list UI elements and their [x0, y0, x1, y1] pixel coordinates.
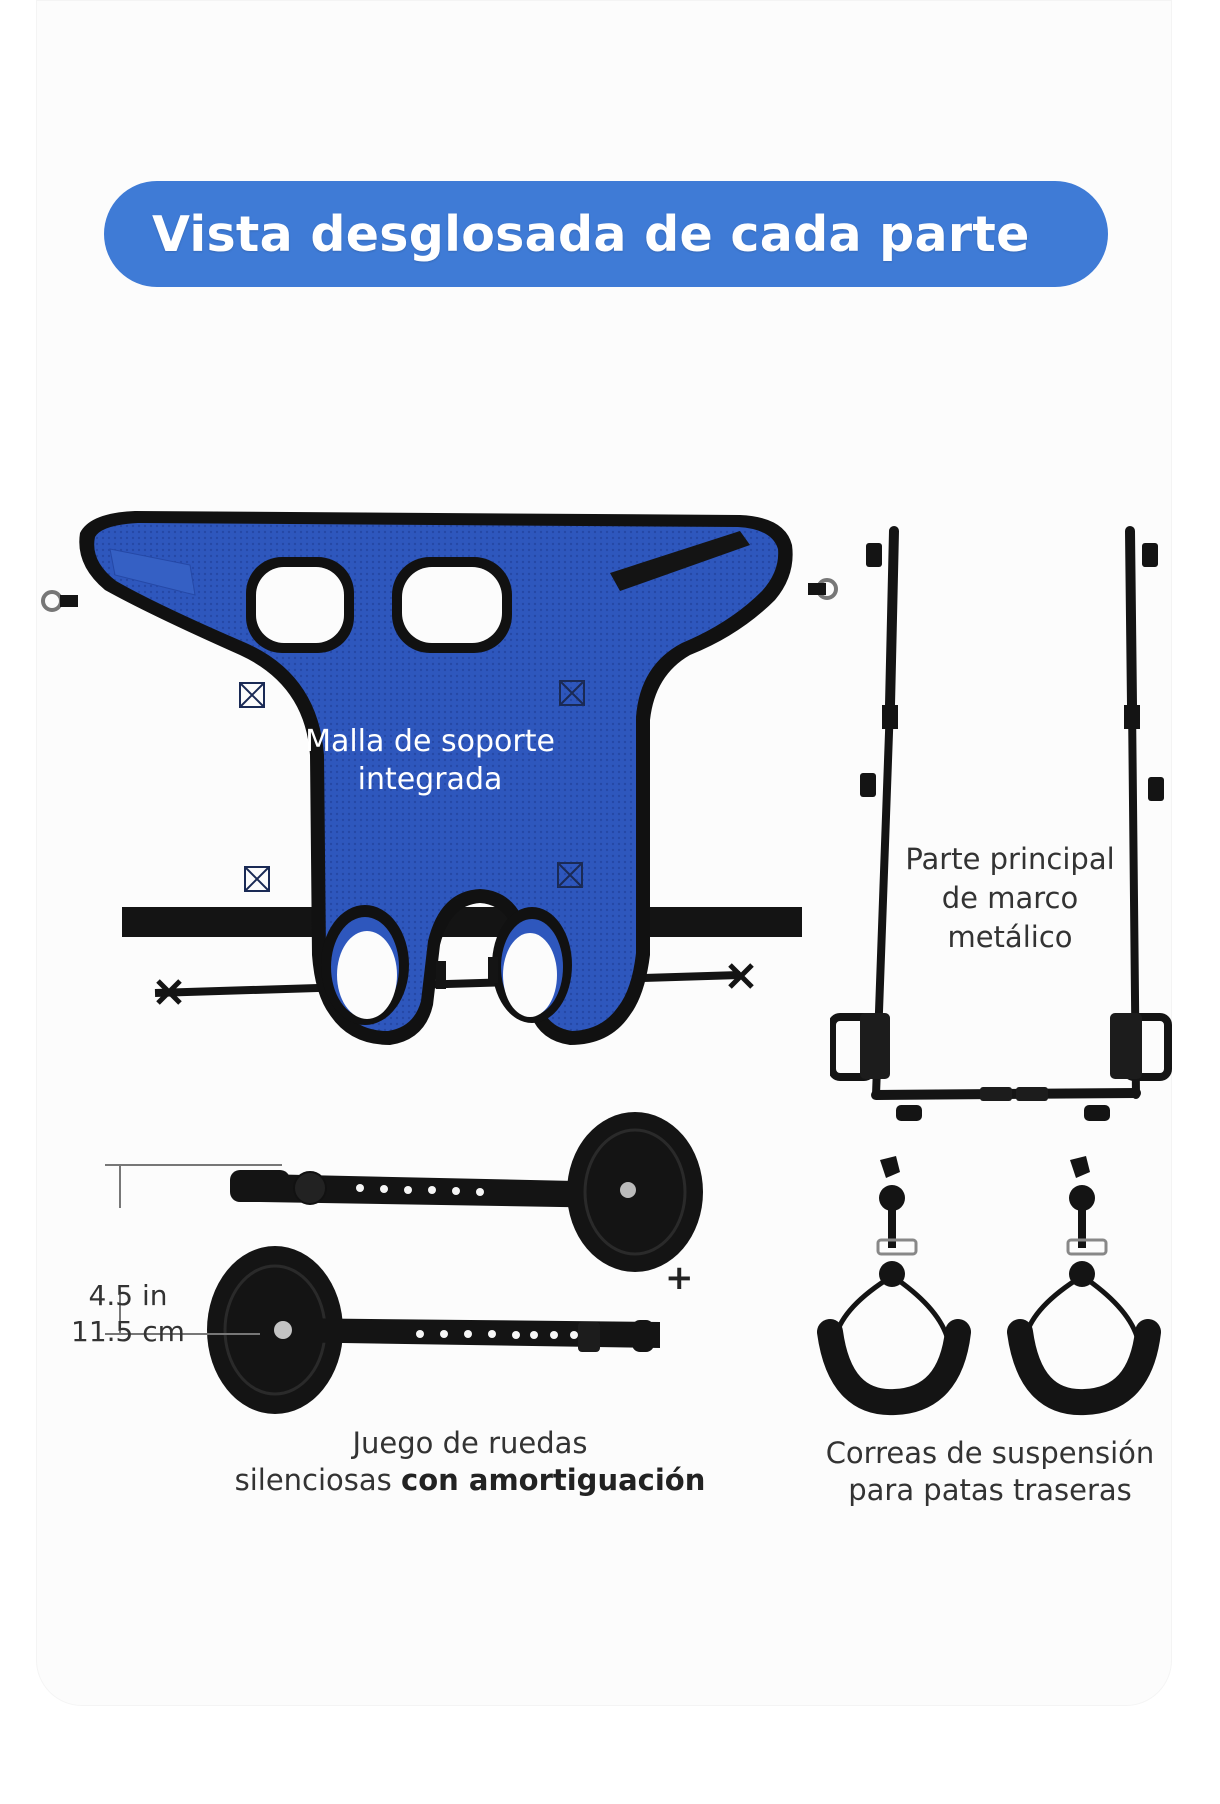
straps-part	[800, 1150, 1180, 1420]
straps-label-line1: Correas de suspensión	[825, 1436, 1155, 1470]
wheel-dimension: 4.5 in 11.5 cm	[68, 1278, 188, 1351]
title-banner: Vista desglosada de cada parte	[104, 181, 1108, 287]
frame-label-line3: metálico	[947, 920, 1073, 955]
frame-label-line1: Parte principal	[905, 842, 1115, 876]
mesh-harness-icon	[41, 511, 838, 1045]
page-title: Vista desglosada de cada parte	[152, 205, 1030, 263]
wheels-label: Juego de ruedas silenciosas con amortigu…	[190, 1425, 750, 1499]
wheels-label-line2-regular: silenciosas	[234, 1463, 402, 1498]
metal-frame-icon	[830, 526, 1172, 1121]
frame-part: Parte principal de marco metálico	[830, 525, 1180, 1125]
harness-part: Malla de soporte integrada	[40, 505, 840, 1050]
suspension-strap-icon	[817, 1156, 1161, 1416]
wheels-part: + 4.5 in 11.5 cm	[60, 1090, 760, 1430]
harness-label-line2: integrada	[357, 762, 503, 798]
harness-label-line1: Malla de soporte	[305, 724, 555, 759]
straps-label: Correas de suspensión para patas trasera…	[790, 1435, 1190, 1509]
straps-label-line2: para patas traseras	[848, 1473, 1132, 1508]
wheels-label-line2: silenciosas con amortiguación	[190, 1462, 750, 1499]
wheels-label-line2-bold: con amortiguación	[401, 1463, 706, 1498]
plus-symbol: +	[665, 1258, 694, 1298]
wheels-label-line1: Juego de ruedas	[352, 1426, 588, 1460]
wheel-set-icon	[105, 1112, 703, 1414]
frame-label: Parte principal de marco metálico	[890, 840, 1130, 957]
frame-label-line2: de marco	[941, 881, 1079, 916]
dimension-inches: 4.5 in	[88, 1279, 168, 1312]
harness-label: Malla de soporte integrada	[230, 723, 630, 800]
dimension-cm: 11.5 cm	[71, 1315, 185, 1349]
